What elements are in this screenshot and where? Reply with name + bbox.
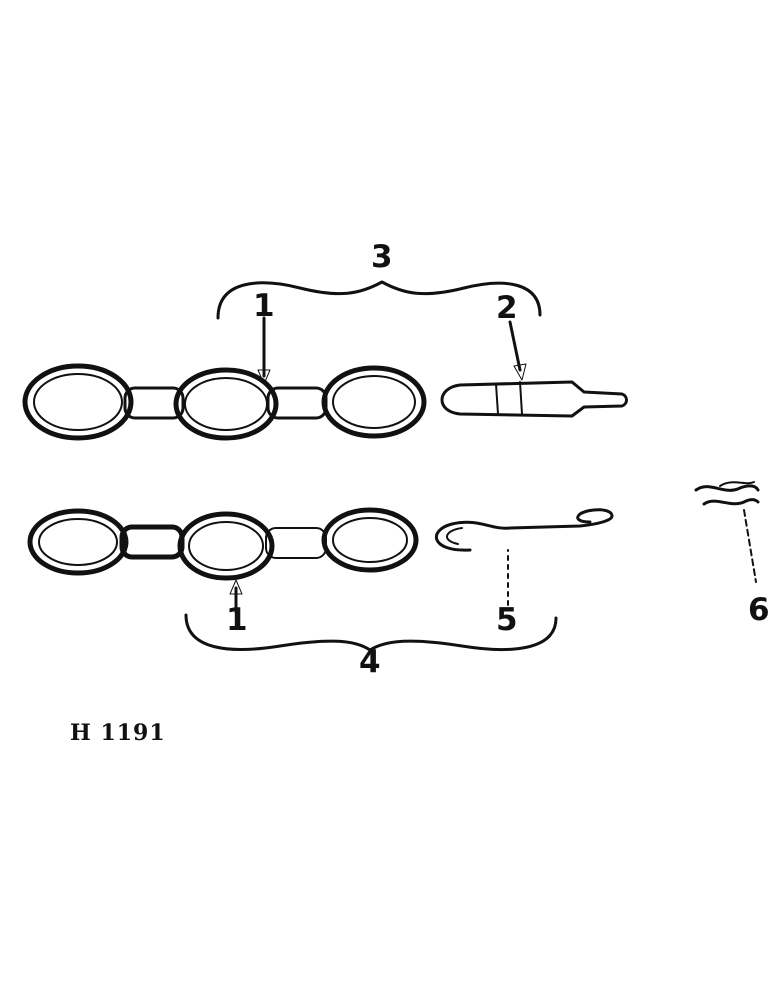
bottom-chain-assembly [27, 507, 614, 652]
top-chain-assembly [22, 280, 628, 441]
callout-6: 6 [748, 592, 770, 628]
pin-icon [440, 380, 628, 418]
callout-3: 3 [371, 239, 393, 275]
spring-clip-icon [694, 481, 760, 506]
brace-3 [216, 280, 542, 320]
hook-icon [434, 508, 614, 552]
top-chain-icon [22, 363, 427, 441]
bottom-chain-icon [27, 507, 419, 581]
callout-1-top: 1 [253, 288, 275, 324]
callout-1-bottom: 1 [226, 602, 248, 638]
clip-assembly [694, 481, 760, 583]
figure-id: H 1191 [70, 720, 166, 746]
callout-5: 5 [496, 602, 518, 638]
callout-2: 2 [496, 290, 518, 326]
callout-4: 4 [359, 644, 381, 680]
brace-4 [184, 613, 558, 652]
